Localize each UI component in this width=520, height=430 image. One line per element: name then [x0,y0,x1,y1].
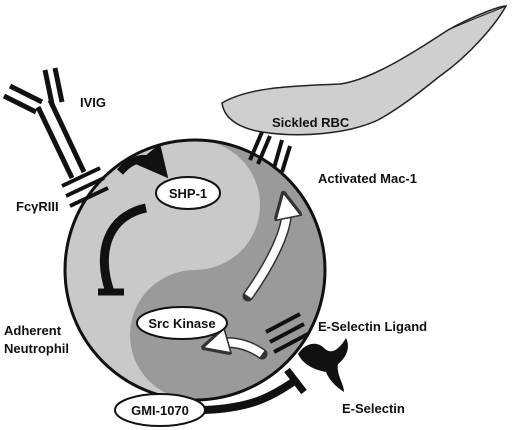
activated-mac1-label: Activated Mac-1 [318,171,417,186]
e-selectin-ligand-label: E-Selectin Ligand [318,319,427,334]
ivig-label: IVIG [80,95,106,110]
neutrophil-label: Neutrophil [4,341,69,356]
adherent-label: Adherent [4,323,62,338]
src-kinase-node: Src Kinase [136,306,228,340]
ivig-antibody-icon [2,67,87,180]
activation-arrow-shp1 [116,143,169,179]
e-selectin-label: E-Selectin [342,401,405,416]
sickled-rbc-shape [221,5,508,136]
inhibition-arc-shp1 [98,203,148,296]
fcgriii-label: FcγRIII [16,199,59,214]
sickled-rbc-label: Sickled RBC [272,115,350,130]
e-selectin-icon [298,338,348,392]
e-selectin-ligand-receptor-icon [265,312,309,354]
gmi1070-inhibition [203,367,307,414]
gmi1070-node: GMI-1070 [114,393,206,427]
shp1-label: SHP-1 [169,186,207,201]
gmi1070-label: GMI-1070 [131,403,189,418]
src-kinase-label: Src Kinase [148,316,215,331]
shp1-node: SHP-1 [155,176,221,210]
mac1-receptor-icon [248,131,292,173]
fcgriii-receptor-icon [61,166,109,208]
